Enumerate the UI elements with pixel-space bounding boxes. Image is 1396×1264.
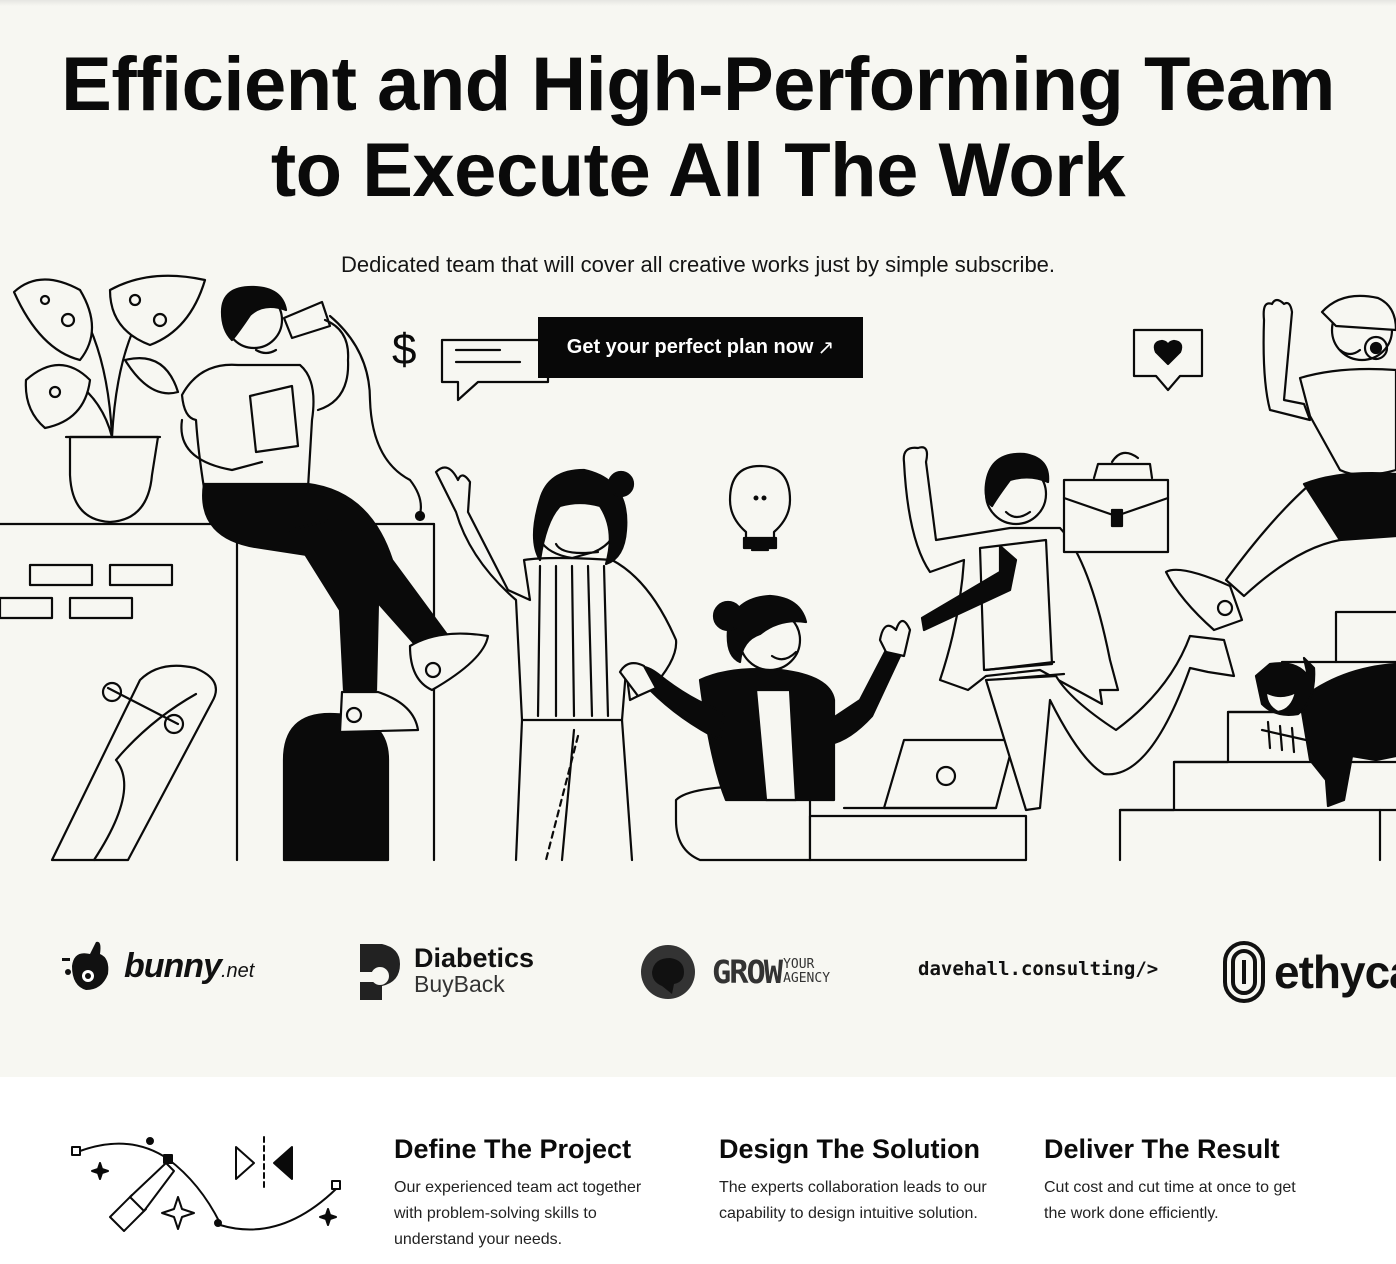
step-title: Define The Project	[394, 1134, 632, 1164]
diabetics-logo-icon	[360, 944, 400, 1000]
hero-section: Efficient and High-Performing Team to Ex…	[0, 0, 1396, 1077]
logo-diabetics-buyback: Diabetics BuyBack	[358, 942, 534, 1000]
step-title: Deliver The Result	[1044, 1134, 1280, 1164]
step-description: Our experienced team act together with p…	[394, 1179, 642, 1248]
potted-plant-illustration	[12, 274, 207, 524]
diabetics-logo-line2: BuyBack	[414, 971, 505, 997]
get-plan-button-label: Get your perfect plan now	[566, 336, 814, 358]
skateboard-illustration	[50, 664, 217, 862]
arrow-up-right-icon: ↗	[817, 337, 835, 359]
top-shadow	[0, 0, 1396, 6]
step-description: Cut cost and cut time at once to get the…	[1044, 1179, 1296, 1222]
dollar-icon: $	[392, 325, 416, 374]
step-design-solution: Design The Solution The experts collabor…	[719, 1133, 987, 1227]
stairs-illustration	[1118, 610, 1396, 862]
fingerprint-icon	[1223, 941, 1265, 1003]
logo-ethyca: ethyca	[1222, 940, 1396, 1004]
person-with-binoculars-illustration	[180, 285, 490, 734]
hero-headline: Efficient and High-Performing Team to Ex…	[0, 42, 1396, 214]
get-plan-button[interactable]: Get your perfect plan now ↗	[538, 317, 863, 378]
bunny-logo-icon	[62, 941, 109, 990]
heart-bubble-icon	[1132, 328, 1204, 392]
sitting-woman-illustration	[618, 594, 1028, 862]
hero-subheadline: Dedicated team that will cover all creat…	[340, 252, 1056, 277]
logo-bunny: bunny .net	[62, 936, 254, 996]
ethyca-logo-text: ethyca	[1274, 946, 1396, 998]
pen-tool-illustration	[71, 1136, 341, 1232]
process-section: Define The Project Our experienced team …	[0, 1077, 1396, 1264]
grow-logo-icon	[641, 945, 695, 999]
bunny-logo-text: bunny	[124, 946, 222, 985]
grow-logo-main: GROW	[712, 953, 783, 991]
davehall-logo-text: davehall.consulting/>	[918, 958, 1159, 980]
grow-logo-small-2: AGENCY	[783, 971, 831, 986]
diabetics-logo-line1: Diabetics	[414, 943, 535, 973]
headline-line-1: Efficient and High-Performing Team	[61, 42, 1335, 127]
grow-logo-small-1: YOUR	[783, 957, 815, 972]
bunny-logo-suffix: .net	[220, 959, 255, 982]
pillar-illustration	[282, 712, 390, 862]
lightbulb-icon	[728, 464, 792, 552]
step-description: The experts collaboration leads to our c…	[719, 1179, 987, 1222]
step-define-project: Define The Project Our experienced team …	[394, 1133, 641, 1253]
headline-line-2: to Execute All The Work	[270, 128, 1126, 213]
step-title: Design The Solution	[719, 1134, 980, 1164]
speech-bubble-icon	[440, 338, 550, 402]
waving-woman-illustration	[434, 466, 678, 862]
step-deliver-result: Deliver The Result Cut cost and cut time…	[1044, 1133, 1296, 1227]
running-person-illustration	[1164, 294, 1396, 632]
client-logos: bunny .net Diabetics BuyBack GROW YOUR	[0, 930, 1396, 1020]
businessman-illustration	[902, 446, 1236, 812]
team-illustration: $	[0, 274, 1396, 862]
logo-grow-your-agency: GROW YOUR AGENCY	[640, 944, 830, 1000]
logo-davehall: davehall.consulting/>	[918, 958, 1158, 980]
cat-illustration	[1254, 656, 1396, 808]
